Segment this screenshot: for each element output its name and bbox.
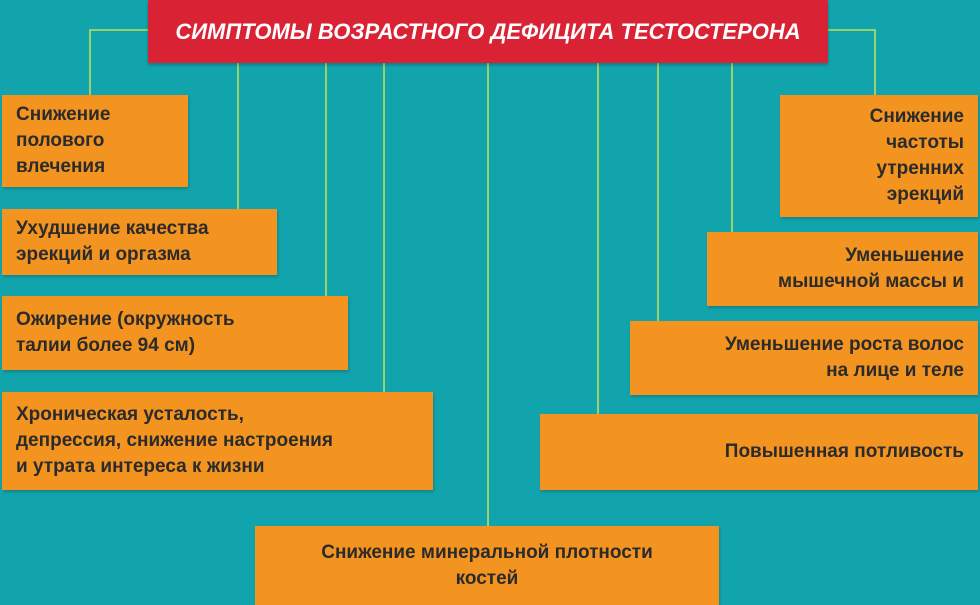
- symptom-text-line: Снижение минеральной плотности: [321, 541, 653, 563]
- symptom-obesity: Ожирение (окружность талии более 94 см): [2, 296, 348, 370]
- symptom-hair-growth: Уменьшение роста волос на лице и теле: [630, 321, 978, 395]
- connector-left-1: [89, 29, 148, 95]
- symptom-text-line: Ухудшение качества: [16, 218, 209, 239]
- symptom-text-line: костей: [455, 567, 519, 589]
- symptom-text-line: Снижение: [869, 106, 964, 127]
- connector-right-1: [828, 29, 876, 95]
- symptom-text-line: Повышенная потливость: [724, 441, 964, 462]
- symptom-text-line: Ожирение (окружность: [16, 309, 235, 330]
- symptom-text-line: Снижение: [16, 104, 111, 125]
- symptom-text-line: и утрата интереса к жизни: [16, 456, 265, 477]
- symptom-text-line: Хроническая усталость,: [16, 404, 244, 425]
- symptom-fatigue-depression: Хроническая усталость, депрессия, снижен…: [2, 392, 433, 490]
- symptom-text-line: полового: [16, 130, 105, 151]
- symptom-sweating: Повышенная потливость: [540, 414, 978, 490]
- symptom-muscle-mass: Уменьшение мышечной массы и: [707, 232, 978, 306]
- symptom-text-line: на лице и теле: [826, 360, 964, 381]
- symptom-bone-density: Снижение минеральной плотности костей: [255, 526, 719, 605]
- page-title: СИМПТОМЫ ВОЗРАСТНОГО ДЕФИЦИТА ТЕСТОСТЕРО…: [148, 0, 828, 63]
- symptom-text-line: эрекций: [886, 184, 964, 205]
- symptom-low-libido: Снижение полового влечения: [2, 95, 188, 187]
- symptom-erection-quality: Ухудшение качества эрекций и оргазма: [2, 209, 277, 275]
- symptom-text-line: Уменьшение: [845, 245, 964, 266]
- symptom-text-line: эрекций и оргазма: [16, 244, 191, 265]
- symptom-text-line: Уменьшение роста волос: [724, 334, 964, 355]
- symptom-text-line: талии более 94 см): [16, 335, 196, 356]
- symptom-text-line: утренних: [876, 158, 964, 179]
- symptom-text-line: частоты: [886, 132, 964, 153]
- symptom-text-line: влечения: [16, 156, 106, 177]
- symptom-text-line: мышечной массы и: [778, 271, 964, 292]
- symptom-morning-erections: Снижение частоты утренних эрекций: [780, 95, 978, 217]
- symptom-text-line: депрессия, снижение настроения: [16, 430, 333, 451]
